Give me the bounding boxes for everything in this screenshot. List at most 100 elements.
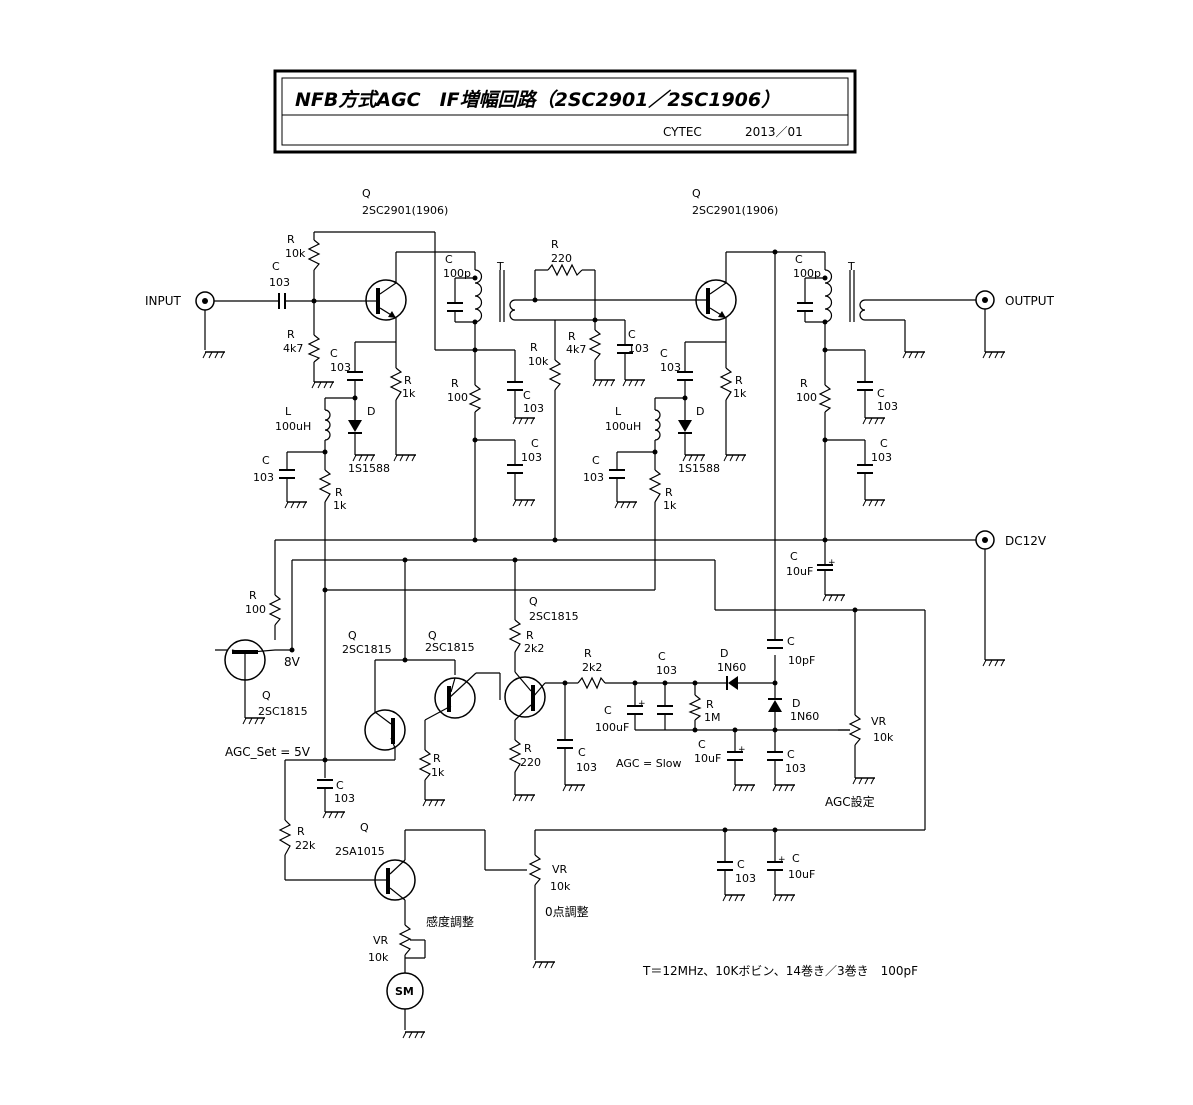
q6-ref: Q — [529, 595, 538, 608]
r-e2-ref: R — [735, 374, 743, 387]
pots — [398, 714, 862, 959]
r-dc1-value: 100 — [447, 391, 468, 404]
vr-sens-ref: VR — [373, 934, 389, 947]
c-e1-ref: C — [330, 347, 338, 360]
vr-zero-label: 0点調整 — [545, 904, 589, 919]
d3-ref: D — [720, 647, 728, 660]
r-q5c-ref: R — [526, 629, 534, 642]
r-dc1-ref: R — [451, 377, 459, 390]
r-det-value: 1M — [704, 711, 721, 724]
r-e2-value: 1k — [733, 387, 747, 400]
title-block: NFB方式AGC IF増幅回路（2SC2901／2SC1906） CYTEC 2… — [273, 69, 857, 154]
c-t2-value: 100p — [793, 267, 821, 280]
r-in-bot-value: 4k7 — [283, 342, 303, 355]
labels-pots-notes: VR 10k AGC設定 VR 10k 0点調整 VR 10k 感度調整 8V … — [225, 655, 918, 978]
svg-text:+: + — [828, 558, 836, 568]
q3-ref: Q — [262, 689, 271, 702]
q4-ref: Q — [348, 629, 357, 642]
vr-sens-value: 10k — [368, 951, 389, 964]
q2-part: 2SC2901(1906) — [692, 204, 778, 217]
d4-part: 1N60 — [790, 710, 819, 723]
c-t1-value: 100p — [443, 267, 471, 280]
c-t2-ref: C — [795, 253, 803, 266]
input-label: INPUT — [145, 294, 182, 308]
c-dc2b-ref: C — [880, 437, 888, 450]
d1-part: 1S1588 — [348, 462, 390, 475]
transformer-t1 — [474, 269, 516, 323]
q5-ref: Q — [428, 629, 437, 642]
c-mid-value: 103 — [628, 342, 649, 355]
d2-part: 1S1588 — [678, 462, 720, 475]
svg-text:+: + — [638, 699, 646, 709]
labels-transistors: Q 2SC2901(1906) Q 2SC2901(1906) Q 2SC181… — [258, 187, 778, 858]
c-bot1-value: 103 — [735, 872, 756, 885]
r-mid4k7-ref: R — [568, 330, 576, 343]
c-det1-ref: C — [604, 704, 612, 717]
transistor-q6 — [504, 671, 546, 721]
c-tap-ref: C — [787, 635, 795, 648]
t1-ref: T — [496, 260, 504, 273]
labels-misc-parts: L 100uH L 100uH D 1S1588 D 1S1588 D 1N60… — [275, 260, 855, 723]
transistor-q7 — [374, 859, 416, 901]
q1-part: 2SC2901(1906) — [362, 204, 448, 217]
l1-ref: L — [285, 405, 292, 418]
c-tap-value: 10pF — [788, 654, 815, 667]
vr-agc-value: 10k — [873, 731, 894, 744]
r-q5b-ref: R — [584, 647, 592, 660]
c-det2-value: 103 — [656, 664, 677, 677]
d3-part: 1N60 — [717, 661, 746, 674]
transistor-q3 — [224, 639, 276, 681]
r-e1-ref: R — [404, 374, 412, 387]
c-dc1a-value: 103 — [523, 402, 544, 415]
title-text: NFB方式AGC IF増幅回路（2SC2901／2SC1906） — [295, 89, 780, 111]
svg-text:+: + — [738, 745, 746, 755]
r-q4e-ref: R — [433, 752, 441, 765]
agc-mode-label: AGC = Slow — [616, 757, 682, 770]
transistor-q5 — [424, 672, 477, 721]
l1-value: 100uH — [275, 420, 311, 433]
junctions — [289, 249, 858, 833]
r-mid10k-ref: R — [530, 341, 538, 354]
agc-set-label: AGC_Set = 5V — [225, 745, 311, 759]
d1-ref: D — [367, 405, 375, 418]
c-det2-ref: C — [658, 650, 666, 663]
r-meter-ref: R — [297, 825, 305, 838]
r-e1-value: 1k — [402, 387, 416, 400]
r-b2-ref: R — [665, 486, 673, 499]
c-dc1a-ref: C — [523, 389, 531, 402]
transformer-t2 — [824, 269, 866, 323]
r-b2-value: 1k — [663, 499, 677, 512]
c-det4-ref: C — [787, 748, 795, 761]
c-bot1-ref: C — [737, 858, 745, 871]
r-b1-value: 1k — [333, 499, 347, 512]
d4-ref: D — [792, 697, 800, 710]
q4-part: 2SC1815 — [342, 643, 392, 656]
vr-agc-label: AGC設定 — [825, 794, 875, 809]
d2-ref: D — [696, 405, 704, 418]
q7-ref: Q — [360, 821, 369, 834]
q6-part: 2SC1815 — [529, 610, 579, 623]
q1-ref: Q — [362, 187, 371, 200]
c-bulk-ref: C — [790, 550, 798, 563]
c-q3-value: 103 — [334, 792, 355, 805]
q2-ref: Q — [692, 187, 701, 200]
c-t1-ref: C — [445, 253, 453, 266]
output-label: OUTPUT — [1005, 294, 1055, 308]
resistors — [268, 239, 832, 856]
labels-resistors: R 10k R 4k7 R 1k R 1k R 100 R 220 R 10k … — [245, 233, 817, 852]
connector-output: OUTPUT — [975, 290, 1055, 310]
connector-dc12v: DC12V — [975, 530, 1047, 550]
dc12v-label: DC12V — [1005, 534, 1047, 548]
transistor-q1 — [362, 279, 407, 321]
c-dc2b-value: 103 — [871, 451, 892, 464]
q5-part: 2SC1815 — [425, 641, 475, 654]
title-author: CYTEC — [663, 125, 702, 139]
l2-value: 100uH — [605, 420, 641, 433]
v8-label: 8V — [284, 655, 301, 669]
inductors — [324, 409, 661, 441]
transformer-note: T＝12MHz、10Kボビン、14巻き／3巻き 100pF — [642, 964, 918, 978]
t2-ref: T — [847, 260, 855, 273]
r-dc2-ref: R — [800, 377, 808, 390]
l2-ref: L — [615, 405, 622, 418]
r-mid10k-value: 10k — [528, 355, 549, 368]
